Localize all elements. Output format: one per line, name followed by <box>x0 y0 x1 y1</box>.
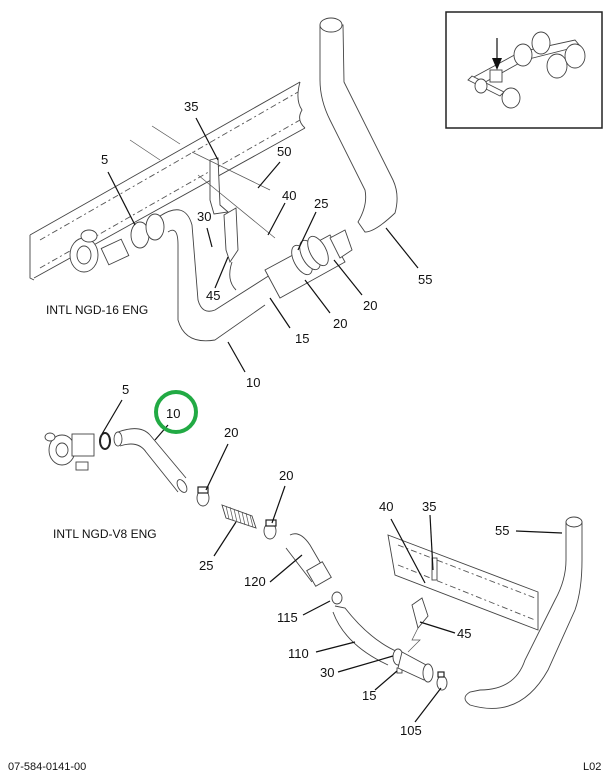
callout-45-lower: 45 <box>457 626 471 641</box>
bracket-upper <box>209 157 230 215</box>
locator-inset <box>445 11 603 129</box>
exhaust-stack-55-upper <box>319 24 398 233</box>
bellows-25-lower <box>221 504 257 529</box>
clamp-20b-lower <box>263 519 277 540</box>
callout-40-lower: 40 <box>379 499 393 514</box>
callout-5-lower: 5 <box>122 382 129 397</box>
callout-20b-lower: 20 <box>279 468 293 483</box>
callout-55-lower: 55 <box>495 523 509 538</box>
upper-view: 5 35 50 40 30 45 25 55 20 20 15 10 INTL … <box>29 17 432 390</box>
clamp-20a-lower <box>196 486 210 507</box>
exhaust-stack-55-lower <box>464 521 583 709</box>
callout-15-upper: 15 <box>295 331 309 346</box>
callout-115-lower: 115 <box>277 610 298 625</box>
lower-view: 5 10 20 20 25 120 40 35 55 115 45 110 30… <box>44 382 583 738</box>
callout-25-lower: 25 <box>199 558 213 573</box>
callout-35-upper: 35 <box>184 99 198 114</box>
callout-120-lower: 120 <box>244 574 266 589</box>
callout-10-lower: 10 <box>166 406 180 421</box>
lower-callouts: 5 10 20 20 25 120 40 35 55 115 45 110 30… <box>122 382 509 738</box>
callout-20a-lower: 20 <box>224 425 238 440</box>
callout-20b-upper: 20 <box>333 316 347 331</box>
callout-30-lower: 30 <box>320 665 334 680</box>
callout-35-lower: 35 <box>422 499 436 514</box>
callout-30-upper: 30 <box>197 209 211 224</box>
frame-rail-lower <box>387 534 539 631</box>
upper-callouts: 5 35 50 40 30 45 25 55 20 20 15 10 <box>101 99 432 390</box>
down-arrow-icon <box>492 38 502 70</box>
pipe-10-lower <box>117 428 187 493</box>
figure-number: 07-584-0141-00 <box>8 761 86 773</box>
sheet-code: L02 <box>583 761 601 773</box>
callout-15-lower: 15 <box>362 688 376 703</box>
lower-leaders <box>101 399 563 723</box>
pipe-120-lower <box>285 533 329 583</box>
callout-50-upper: 50 <box>277 144 291 159</box>
callout-10-upper: 10 <box>246 375 260 390</box>
truck-chassis-icon <box>467 31 586 109</box>
callout-5-upper: 5 <box>101 152 108 167</box>
caption-ngdv8: INTL NGD-V8 ENG <box>53 527 157 541</box>
turbocharger-lower <box>44 432 95 471</box>
callout-40-upper: 40 <box>282 188 296 203</box>
callout-45-upper: 45 <box>206 288 220 303</box>
callout-105-lower: 105 <box>400 723 422 738</box>
highlight-circle[interactable] <box>154 390 198 434</box>
callout-110-lower: 110 <box>288 646 309 661</box>
upper-leaders <box>107 117 419 373</box>
caption-ngd16: INTL NGD-16 ENG <box>46 303 148 317</box>
pipe-110-lower <box>332 605 399 666</box>
callout-55-upper: 55 <box>418 272 432 287</box>
turbocharger-upper <box>69 229 130 273</box>
callout-20a-upper: 20 <box>363 298 377 313</box>
pipe-10-upper <box>159 209 271 342</box>
callout-25-upper: 25 <box>314 196 328 211</box>
muffler-upper <box>264 229 353 299</box>
